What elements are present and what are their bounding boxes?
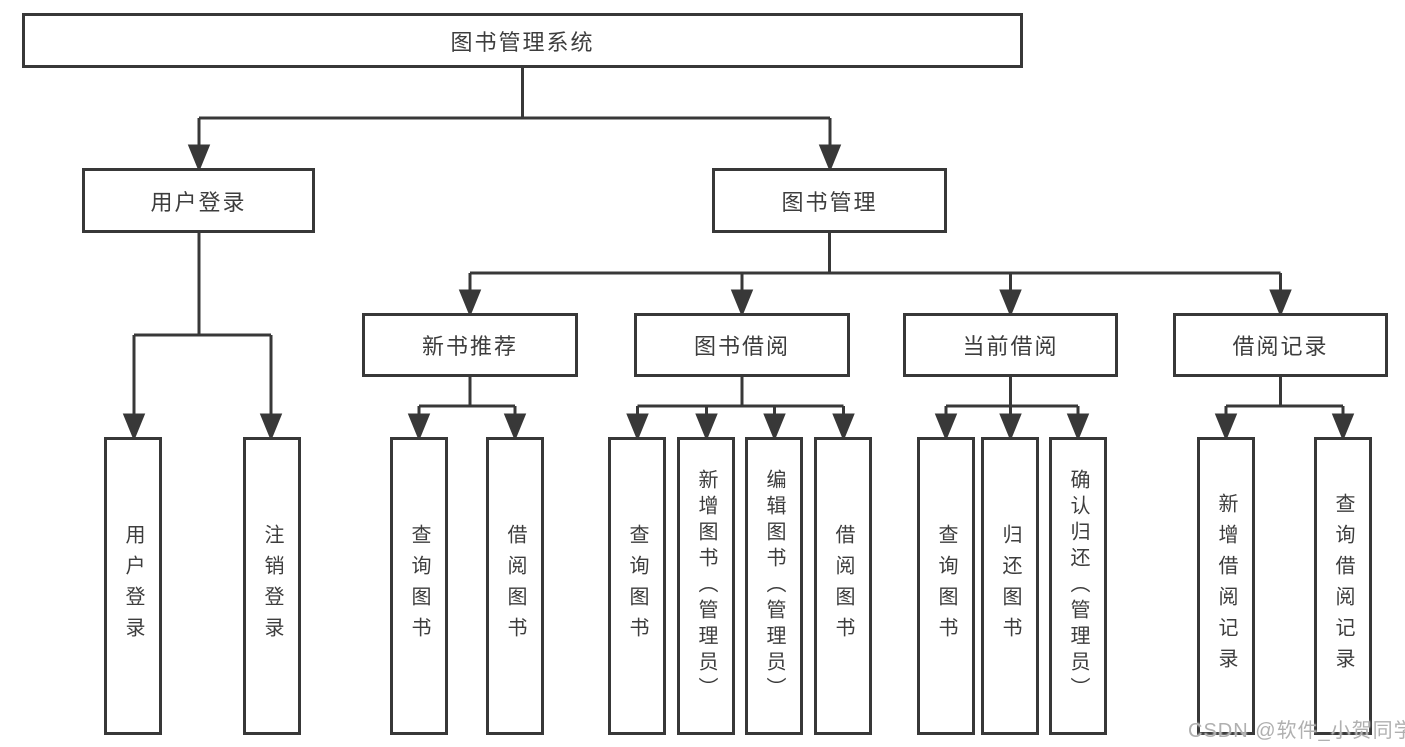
leaf-return-book: 归还图书 (981, 437, 1039, 735)
leaf-query-books-recommend: 查询图书 (390, 437, 448, 735)
leaf-borrow-books-recommend: 借阅图书 (486, 437, 544, 735)
node-library-management-system: 图书管理系统 (22, 13, 1023, 68)
node-label: 图书借阅 (693, 334, 790, 359)
node-label: 当前借阅 (962, 334, 1059, 359)
leaf-add-book-admin: 新增图书（管理员） (677, 437, 735, 735)
csdn-watermark: CSDN @软件_小贺同学 (1188, 720, 1405, 742)
node-current-borrowing: 当前借阅 (903, 313, 1118, 377)
node-book-management: 图书管理 (712, 168, 947, 233)
leaf-label: 归还图书 (999, 524, 1021, 648)
leaf-label: 注销登录 (261, 524, 283, 648)
node-label: 新书推荐 (421, 334, 518, 359)
leaf-label: 新增图书（管理员） (695, 469, 717, 703)
node-new-book-recommendation: 新书推荐 (362, 313, 578, 377)
node-borrowing-records: 借阅记录 (1173, 313, 1388, 377)
leaf-label: 确认归还（管理员） (1067, 469, 1089, 703)
leaf-confirm-return-admin: 确认归还（管理员） (1049, 437, 1107, 735)
node-label: 图书管理系统 (450, 29, 595, 55)
leaf-user-login: 用户登录 (104, 437, 162, 735)
leaf-label: 用户登录 (122, 524, 144, 648)
leaf-label: 编辑图书（管理员） (763, 469, 785, 703)
node-label: 借阅记录 (1232, 334, 1329, 359)
node-user-login: 用户登录 (82, 168, 315, 233)
leaf-label: 借阅图书 (832, 524, 854, 648)
leaf-label: 查询图书 (408, 524, 430, 648)
leaf-query-borrow-record: 查询借阅记录 (1314, 437, 1372, 735)
leaf-label: 新增借阅记录 (1215, 493, 1237, 679)
node-book-borrowing: 图书借阅 (634, 313, 850, 377)
leaf-label: 查询图书 (935, 524, 957, 648)
leaf-add-borrow-record: 新增借阅记录 (1197, 437, 1255, 735)
leaf-label: 借阅图书 (504, 524, 526, 648)
leaf-label: 查询借阅记录 (1332, 493, 1354, 679)
leaf-logout: 注销登录 (243, 437, 301, 735)
leaf-label: 查询图书 (626, 524, 648, 648)
leaf-borrow-books: 借阅图书 (814, 437, 872, 735)
node-label: 用户登录 (150, 189, 247, 215)
leaf-query-books-borrow: 查询图书 (608, 437, 666, 735)
leaf-edit-book-admin: 编辑图书（管理员） (745, 437, 803, 735)
node-label: 图书管理 (781, 189, 878, 215)
leaf-query-books-current: 查询图书 (917, 437, 975, 735)
